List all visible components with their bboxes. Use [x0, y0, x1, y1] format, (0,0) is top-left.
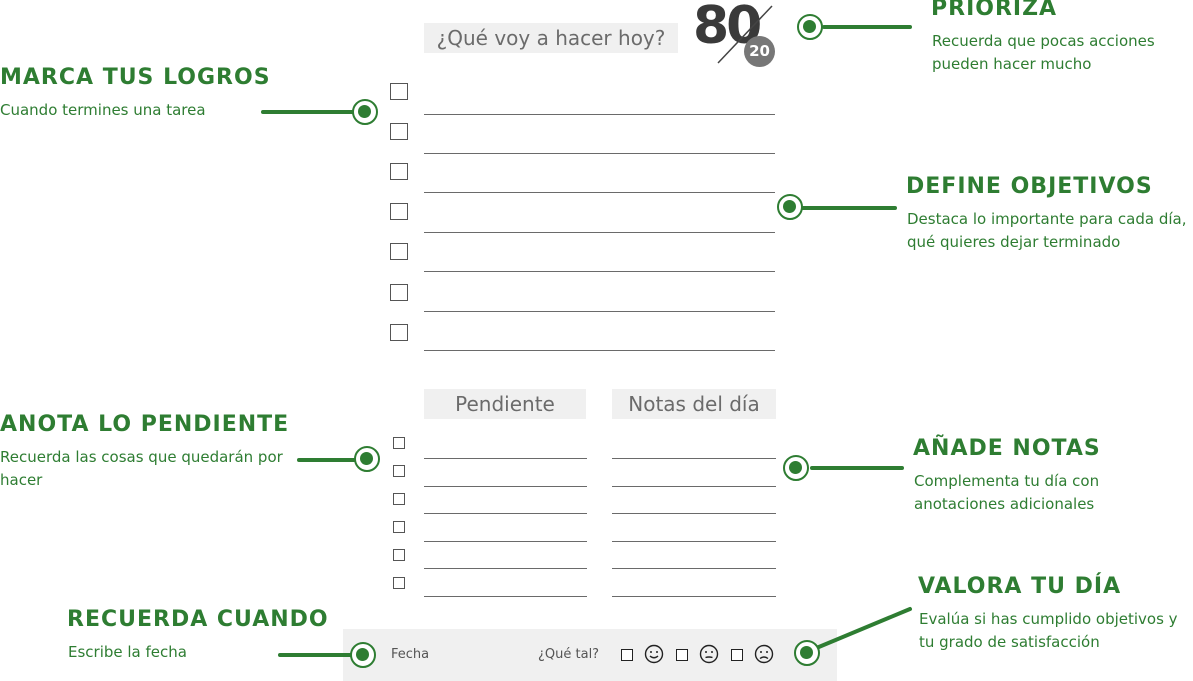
task-line[interactable] — [424, 311, 775, 312]
valora-connector — [812, 607, 912, 651]
pending-line[interactable] — [424, 541, 587, 542]
anade-marker — [783, 455, 809, 481]
recuerda-connector — [278, 653, 356, 657]
anota-marker — [354, 446, 380, 472]
prioriza-desc: Recuerda que pocas acciones pueden hacer… — [932, 32, 1155, 73]
pending-label: Pendiente — [424, 389, 586, 419]
date-label: Fecha — [391, 647, 430, 662]
neutral-face-icon — [699, 644, 719, 664]
notes-line[interactable] — [612, 541, 776, 542]
task-checkbox[interactable] — [390, 123, 408, 140]
task-checkbox[interactable] — [390, 243, 408, 260]
pending-checkbox[interactable] — [393, 577, 405, 589]
sad-face-icon — [754, 644, 774, 664]
pending-line[interactable] — [424, 486, 587, 487]
notes-line[interactable] — [612, 568, 776, 569]
prioriza-marker — [797, 14, 823, 40]
valora-marker — [794, 640, 820, 666]
task-line[interactable] — [424, 271, 775, 272]
pending-checkbox[interactable] — [393, 521, 405, 533]
anade-connector — [810, 466, 904, 470]
recuerda-desc: Escribe la fecha — [68, 643, 187, 661]
recuerda-marker — [350, 642, 376, 668]
notes-label: Notas del día — [612, 389, 776, 419]
task-checkbox[interactable] — [390, 203, 408, 220]
marca-connector — [261, 110, 357, 114]
task-checkbox[interactable] — [390, 83, 408, 100]
marca-desc: Cuando termines una tarea — [0, 101, 206, 119]
task-line[interactable] — [424, 192, 775, 193]
notes-line[interactable] — [612, 458, 776, 459]
notes-list — [0, 0, 776, 597]
mood-checkbox-happy[interactable] — [621, 649, 633, 661]
prioriza-connector — [822, 25, 912, 29]
logo-small-circle — [744, 36, 775, 67]
define-connector — [800, 206, 897, 210]
task-checkbox[interactable] — [390, 284, 408, 301]
anota-connector — [297, 458, 357, 462]
pending-checkbox[interactable] — [393, 493, 405, 505]
logo-slash — [717, 5, 773, 64]
pending-checkbox[interactable] — [393, 465, 405, 477]
pending-checkbox[interactable] — [393, 549, 405, 561]
pending-line[interactable] — [424, 568, 587, 569]
mood-label: ¿Qué tal? — [538, 647, 600, 662]
pending-line[interactable] — [424, 458, 587, 459]
anade-title: AÑADE NOTAS — [913, 436, 1101, 461]
marca-marker — [352, 99, 378, 125]
happy-face-icon — [644, 644, 664, 664]
mood-checkbox-neutral[interactable] — [676, 649, 688, 661]
define-desc: Destaca lo importante para cada día, qué… — [907, 210, 1187, 251]
task-line[interactable] — [424, 114, 775, 115]
task-line[interactable] — [424, 232, 775, 233]
task-checkbox[interactable] — [390, 324, 408, 341]
marca-title: MARCA TUS LOGROS — [0, 65, 271, 90]
valora-desc: Evalúa si has cumplido objetivos y tu gr… — [919, 610, 1178, 651]
logo-8020: 80 20 — [690, 0, 780, 68]
task-line[interactable] — [424, 350, 775, 351]
footer-bar — [343, 629, 837, 681]
page-title: ¿Qué voy a hacer hoy? — [424, 23, 678, 53]
prioriza-title: PRIORIZA — [931, 0, 1058, 21]
task-list — [0, 0, 775, 351]
pending-line[interactable] — [424, 513, 587, 514]
define-title: DEFINE OBJETIVOS — [906, 174, 1153, 199]
pending-list — [0, 0, 587, 597]
anota-desc: Recuerda las cosas que quedarán por hace… — [0, 448, 283, 489]
valora-title: VALORA TU DÍA — [918, 574, 1122, 599]
recuerda-title: RECUERDA CUANDO — [67, 607, 329, 632]
notes-line[interactable] — [612, 596, 776, 597]
pending-line[interactable] — [424, 596, 587, 597]
anota-title: ANOTA LO PENDIENTE — [0, 412, 290, 437]
mood-checkbox-sad[interactable] — [731, 649, 743, 661]
anade-desc: Complementa tu día con anotaciones adici… — [914, 472, 1100, 513]
logo-small: 20 — [749, 42, 770, 60]
pending-checkbox[interactable] — [393, 437, 405, 449]
task-line[interactable] — [424, 153, 775, 154]
notes-line[interactable] — [612, 486, 776, 487]
task-checkbox[interactable] — [390, 163, 408, 180]
notes-line[interactable] — [612, 513, 776, 514]
define-marker — [777, 194, 803, 220]
